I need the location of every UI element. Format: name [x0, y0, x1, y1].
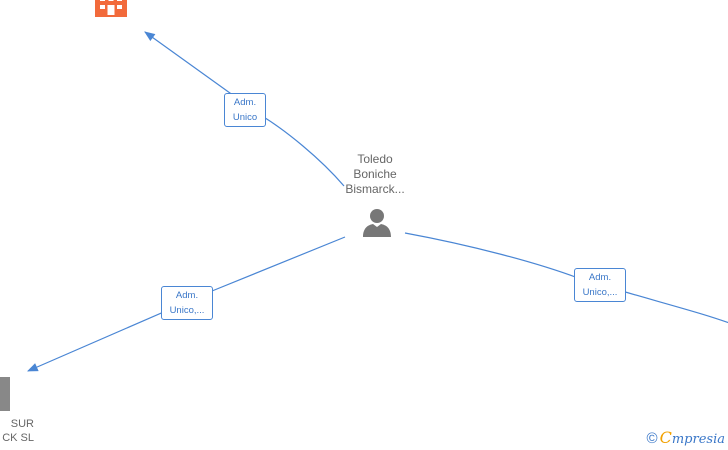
empresia-logo-text: mpresia: [671, 432, 725, 447]
center-person-name-line-3: Bismarck...: [345, 182, 405, 196]
copyright-icon: ©: [646, 430, 658, 447]
center-person-name-line-2: Boniche: [353, 167, 397, 181]
empresia-logo-e: C: [659, 428, 672, 447]
person-icon[interactable]: [362, 208, 392, 238]
edge-label-right-line-1: Adm.: [588, 272, 612, 283]
edge-label-right[interactable]: Adm. Unico,...: [574, 268, 626, 302]
edge-label-bottom-left-line-1: Adm.: [175, 290, 199, 301]
empresia-watermark: © Cmpresia: [646, 430, 725, 448]
edge-label-top-line-2: Unico: [232, 112, 258, 123]
center-person-label[interactable]: Toledo Boniche Bismarck...: [335, 152, 415, 197]
building-icon[interactable]: [95, 0, 127, 18]
edge-label-top-line-1: Adm.: [233, 97, 257, 108]
edge-label-bottom-left[interactable]: Adm. Unico,...: [161, 286, 213, 320]
edge-line-right: [404, 232, 728, 324]
empresia-logo: Cmpresia: [660, 430, 725, 448]
building-icon-bottom-left[interactable]: [0, 377, 10, 411]
bottom-left-company-line-1: SUR: [10, 418, 34, 430]
edge-label-bottom-left-line-2: Unico,...: [169, 305, 205, 316]
bottom-left-company-line-2: CK SL: [2, 432, 34, 444]
edge-label-top[interactable]: Adm. Unico: [224, 93, 266, 127]
bottom-left-company-label[interactable]: SUR CK SL: [0, 417, 34, 445]
edge-label-right-line-2: Unico,...: [582, 287, 618, 298]
center-person-name-line-1: Toledo: [357, 152, 393, 166]
